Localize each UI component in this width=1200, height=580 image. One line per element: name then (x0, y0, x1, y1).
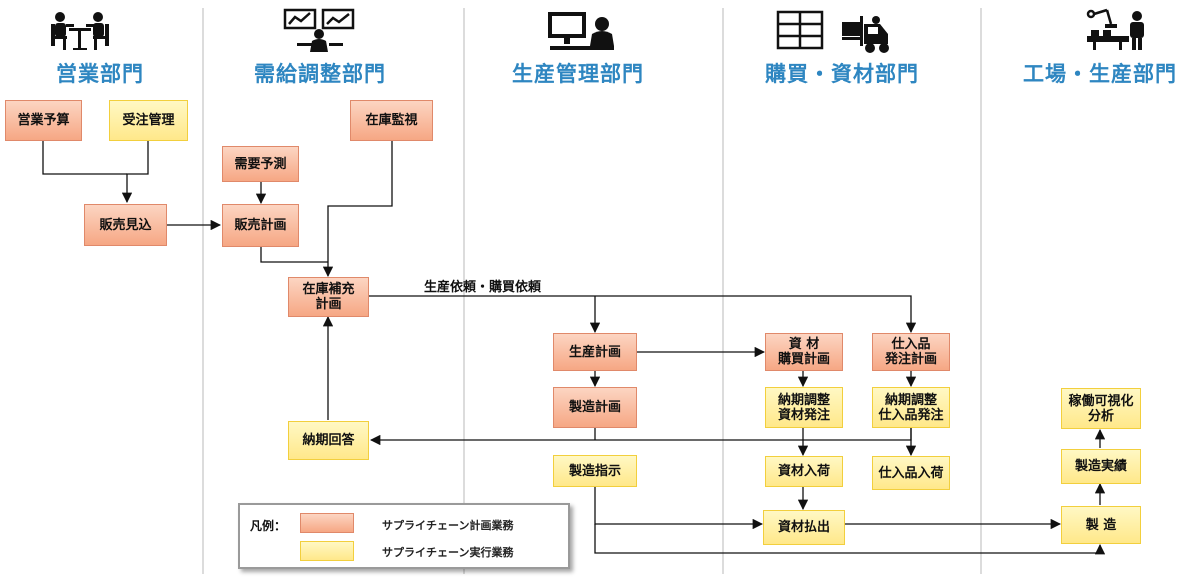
node-sales-forecast: 販売見込 (84, 204, 167, 246)
legend-plan-swatch (300, 513, 354, 533)
node-sales-budget: 営業予算 (5, 100, 82, 141)
node-order-management: 受注管理 (109, 100, 188, 141)
column-divider (722, 8, 724, 574)
node-manufacturing-order: 製造指示 (553, 455, 637, 487)
monitoring-screens-icon (283, 8, 355, 52)
flow-line (260, 247, 328, 263)
node-material-receipt: 資材入荷 (765, 456, 843, 487)
legend-title: 凡例： (250, 519, 287, 533)
node-replenishment-plan: 在庫補充 計画 (288, 277, 369, 317)
node-production-result: 製造実績 (1061, 449, 1141, 484)
dept-title-sales: 営業部門 (56, 62, 144, 86)
operator-desk-icon (548, 12, 614, 50)
node-purchased-item-order: 納期調整 仕入品発注 (872, 387, 950, 428)
node-manufacturing: 製 造 (1061, 506, 1141, 544)
factory-robot-icon (1086, 8, 1144, 50)
meeting-people-icon (51, 12, 109, 50)
node-manufacturing-plan: 製造計画 (553, 387, 637, 428)
node-material-purchase-plan: 資 材 購買計画 (765, 333, 843, 371)
column-divider (463, 8, 465, 574)
column-divider (980, 8, 982, 574)
flow-line (322, 141, 393, 278)
column-divider (202, 8, 204, 574)
request-label: 生産依頼・購買依頼 (424, 280, 542, 295)
flow-line (42, 141, 127, 175)
flow-line (594, 487, 764, 530)
dept-title-production-control: 生産管理部門 (512, 62, 644, 86)
flow-line (121, 141, 149, 204)
node-purchased-item-order-plan: 仕入品 発注計画 (872, 333, 950, 371)
node-delivery-reply: 納期回答 (288, 421, 369, 460)
flow-line (369, 295, 917, 334)
flow-line (594, 524, 1106, 555)
node-material-order: 納期調整 資材発注 (765, 387, 843, 428)
dept-title-demand-supply: 需給調整部門 (254, 62, 386, 86)
legend-exec-swatch (300, 541, 354, 561)
legend-exec-label: サプライチェーン実行業務 (382, 546, 514, 559)
warehouse-forklift-icon (776, 10, 889, 53)
flow-line (369, 428, 912, 446)
node-material-issue: 資材払出 (763, 510, 845, 545)
legend: 凡例： サプライチェーン計画業務 サプライチェーン実行業務 (238, 503, 570, 569)
node-operation-visualization: 稼働可視化 分析 (1061, 388, 1141, 429)
node-sales-plan: 販売計画 (222, 204, 299, 247)
node-purchased-item-receipt: 仕入品入荷 (872, 456, 950, 490)
dept-title-factory: 工場・生産部門 (1023, 62, 1177, 86)
legend-plan-label: サプライチェーン計画業務 (382, 519, 514, 532)
node-production-plan: 生産計画 (553, 333, 637, 371)
dept-title-purchasing: 購買・資材部門 (765, 62, 919, 86)
node-inventory-monitor: 在庫監視 (350, 100, 433, 141)
node-demand-forecast: 需要予測 (222, 146, 299, 182)
